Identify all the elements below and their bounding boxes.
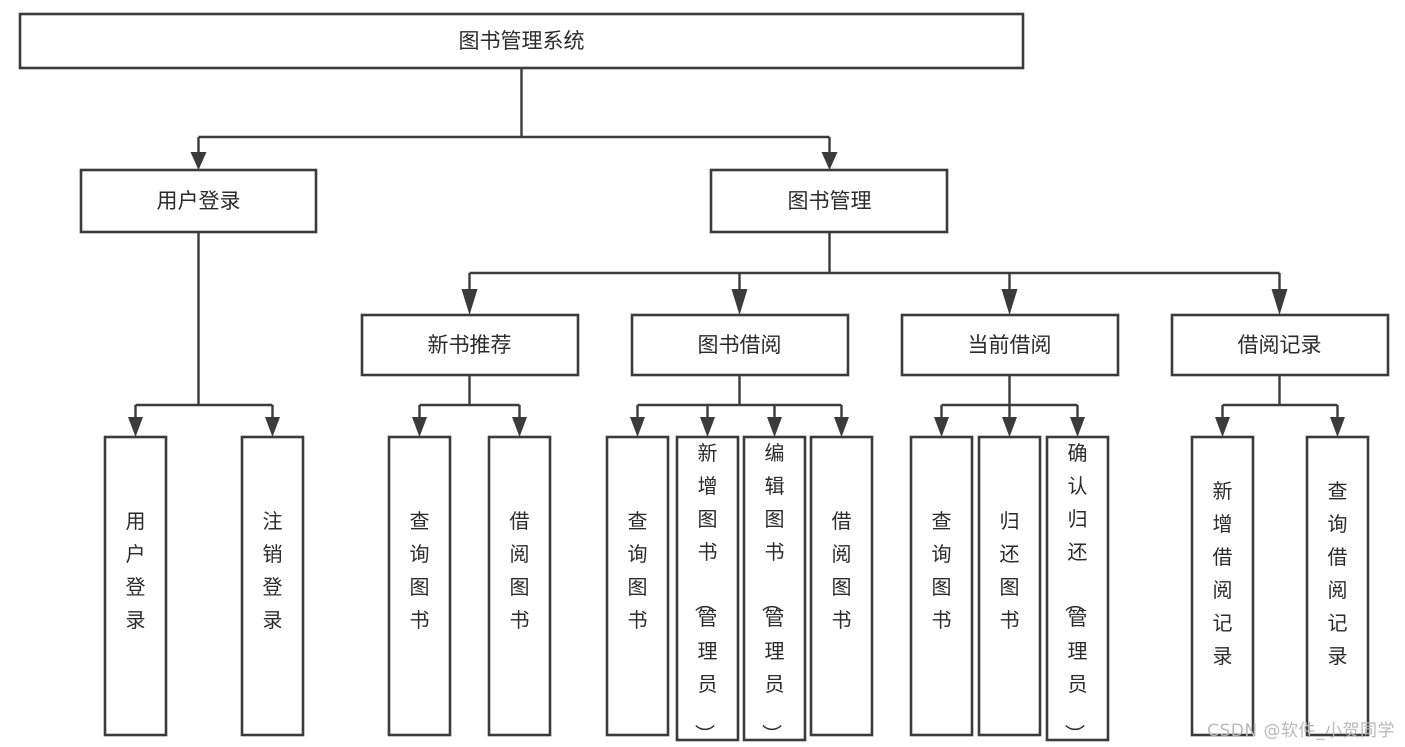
- leaf-label: 编辑图书（管理员）: [760, 441, 785, 744]
- node-user-login[interactable]: 用户登录: [79, 168, 318, 234]
- leaf-book-borrow-add-book-admin[interactable]: 新增图书（管理员）: [675, 435, 740, 744]
- leaf-box[interactable]: [742, 435, 807, 742]
- node-new-book-recommend-label: 新书推荐: [428, 333, 512, 357]
- leaf-borrow-record-add-record[interactable]: 新增借阅记录: [1190, 435, 1255, 737]
- leaf-label: 注销登录: [263, 509, 283, 632]
- node-user-login-label: 用户登录: [157, 189, 241, 213]
- leaf-label: 查询借阅记录: [1328, 479, 1348, 668]
- leaf-new-book-borrow-book[interactable]: 借阅图书: [487, 435, 552, 737]
- leaf-box[interactable]: [103, 435, 168, 737]
- arrow-leaf-book-borrow-4: [834, 417, 849, 437]
- arrow-to-borrow-record: [1271, 289, 1288, 315]
- node-root-box[interactable]: [18, 12, 1025, 70]
- arrow-leaf-current-borrow-1: [934, 417, 949, 437]
- node-book-borrow-box[interactable]: [630, 313, 850, 377]
- leaf-label: 用户登录: [126, 509, 146, 632]
- leaf-label: 借阅图书: [832, 509, 852, 632]
- arrow-leaf-current-borrow-2: [1002, 417, 1017, 437]
- node-borrow-record[interactable]: 借阅记录: [1170, 313, 1390, 377]
- csdn-watermark: CSDN @软件_小贺同学: [1207, 721, 1395, 741]
- leaf-label: 查询图书: [628, 509, 648, 632]
- leaf-current-borrow-confirm-return-admin[interactable]: 确认归还（管理员）: [1045, 435, 1110, 744]
- node-current-borrow-box[interactable]: [900, 313, 1120, 377]
- leaf-current-borrow-query-book[interactable]: 查询图书: [909, 435, 974, 737]
- arrow-to-book-manage: [821, 152, 838, 170]
- arrow-leaf-current-borrow-3: [1070, 417, 1085, 437]
- node-borrow-record-label: 借阅记录: [1238, 333, 1322, 357]
- node-user-login-box[interactable]: [79, 168, 318, 234]
- leaf-user-login-logout[interactable]: 注销登录: [240, 435, 305, 737]
- arrow-leaf-book-borrow-2: [700, 417, 715, 437]
- node-root-label: 图书管理系统: [459, 29, 585, 53]
- leaf-borrow-record-query-record[interactable]: 查询借阅记录: [1305, 435, 1370, 737]
- node-current-borrow[interactable]: 当前借阅: [900, 313, 1120, 377]
- arrow-leaf-new-book-1: [412, 417, 427, 437]
- node-borrow-record-box[interactable]: [1170, 313, 1390, 377]
- leaf-box[interactable]: [487, 435, 552, 737]
- leaf-label: 查询图书: [410, 509, 430, 632]
- arrow-to-new-book-recommend: [461, 289, 478, 315]
- leaf-box[interactable]: [387, 435, 452, 737]
- leaf-box[interactable]: [809, 435, 874, 737]
- leaf-box[interactable]: [675, 435, 740, 742]
- leaf-label: 查询图书: [932, 509, 952, 632]
- node-book-manage-box[interactable]: [709, 168, 949, 234]
- arrow-leaf-new-book-2: [512, 417, 527, 437]
- leaf-box[interactable]: [977, 435, 1042, 737]
- arrow-to-book-borrow: [731, 289, 748, 315]
- leaf-label: 确认归还（管理员）: [1063, 441, 1088, 744]
- leaf-current-borrow-return-book[interactable]: 归还图书: [977, 435, 1042, 737]
- node-new-book-recommend[interactable]: 新书推荐: [360, 313, 580, 377]
- leaf-user-login-user-login[interactable]: 用户登录: [103, 435, 168, 737]
- node-book-borrow[interactable]: 图书借阅: [630, 313, 850, 377]
- node-book-borrow-label: 图书借阅: [698, 333, 782, 357]
- leaf-new-book-query-book[interactable]: 查询图书: [387, 435, 452, 737]
- node-root[interactable]: 图书管理系统: [18, 12, 1025, 70]
- leaf-label: 借阅图书: [510, 509, 530, 632]
- arrow-to-current-borrow: [1001, 289, 1018, 315]
- arrow-leaf-borrow-record-2: [1330, 417, 1345, 437]
- node-book-manage-label: 图书管理: [788, 189, 872, 213]
- leaf-box[interactable]: [1190, 435, 1255, 737]
- node-book-manage[interactable]: 图书管理: [709, 168, 949, 234]
- arrow-leaf-book-borrow-1: [630, 417, 645, 437]
- arrow-leaf-user-login-2: [265, 417, 280, 437]
- leaf-box[interactable]: [605, 435, 670, 737]
- leaf-book-borrow-borrow-book[interactable]: 借阅图书: [809, 435, 874, 737]
- leaf-box[interactable]: [240, 435, 305, 737]
- node-new-book-recommend-box[interactable]: [360, 313, 580, 377]
- connectors-layer: [128, 68, 1345, 437]
- arrow-leaf-book-borrow-3: [767, 417, 782, 437]
- leaf-label: 新增借阅记录: [1213, 479, 1233, 668]
- node-current-borrow-label: 当前借阅: [968, 333, 1052, 357]
- arrow-leaf-user-login-1: [128, 417, 143, 437]
- leaf-book-borrow-query-book[interactable]: 查询图书: [605, 435, 670, 737]
- leaf-box[interactable]: [1045, 435, 1110, 742]
- leaf-label: 归还图书: [1000, 509, 1020, 632]
- leaf-box[interactable]: [909, 435, 974, 737]
- arrow-to-user-login: [190, 152, 207, 170]
- arrow-leaf-borrow-record-1: [1215, 417, 1230, 437]
- leaf-box[interactable]: [1305, 435, 1370, 737]
- leaf-book-borrow-edit-book-admin[interactable]: 编辑图书（管理员）: [742, 435, 807, 744]
- leaf-label: 新增图书（管理员）: [693, 441, 718, 744]
